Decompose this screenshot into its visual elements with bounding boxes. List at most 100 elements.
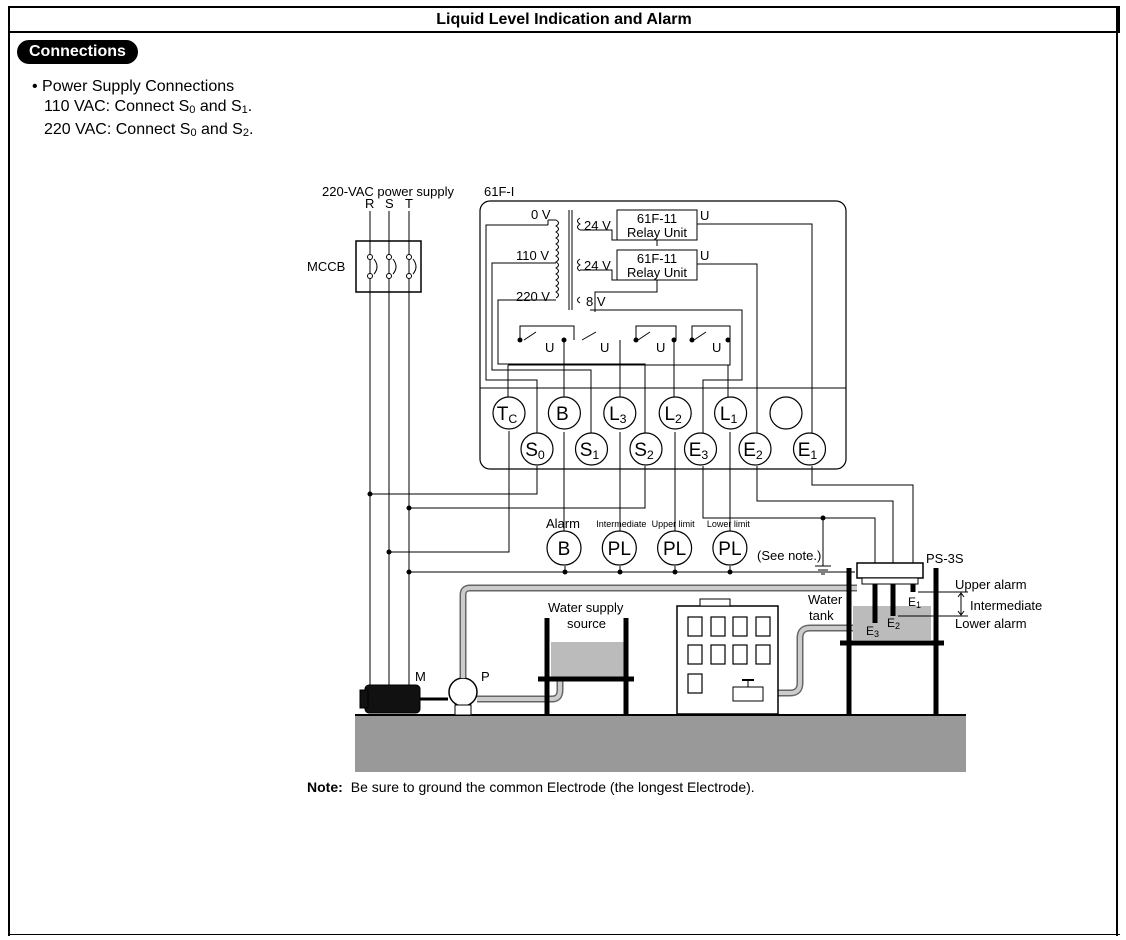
terminal-bottom-0: [520, 432, 554, 466]
terminal-top-label-2: L3: [609, 404, 627, 426]
lamp-label-3: PL: [718, 539, 741, 560]
v0-label: 0 V: [531, 207, 551, 222]
controller-label: 61F-I: [484, 184, 514, 199]
level-markers: [898, 591, 968, 617]
lamp-2: [656, 530, 693, 566]
line2-end: .: [248, 121, 254, 138]
relay1-line2: Relay Unit: [627, 225, 687, 240]
controller-housing: [479, 200, 847, 470]
page-title: Liquid Level Indication and Alarm: [8, 6, 1120, 33]
water-supply-source: [538, 618, 634, 715]
lamp-0: [546, 530, 582, 566]
lamp-label-2: PL: [663, 539, 686, 560]
lamp-label-1: PL: [608, 539, 631, 560]
line1-sub-b: 1: [241, 103, 248, 116]
e3-label: E3: [866, 624, 879, 639]
see-note-label: (See note.): [757, 548, 821, 563]
contact-u2-a: U: [545, 340, 554, 355]
terminal-top-2: [603, 396, 637, 430]
lamp-label-0: B: [558, 539, 571, 560]
v8-label: 8 V: [586, 294, 606, 309]
v110-label: 110 V: [516, 248, 549, 263]
pump-label: P: [481, 669, 490, 684]
mccb-contacts: [367, 241, 417, 292]
line1-prefix: 110 VAC: Connect S: [44, 97, 190, 115]
terminal-bottom-1: [574, 432, 609, 466]
ground-symbol: [815, 565, 831, 575]
terminal-bottom-4: [738, 432, 772, 466]
contact-u2-b: U: [712, 340, 721, 355]
contact-u1-a: U: [600, 340, 609, 355]
line2-mid: and S: [196, 121, 243, 138]
ground-note: Note: Be sure to ground the common Electr…: [307, 779, 755, 795]
terminal-bottom-label-2: S2: [634, 440, 654, 462]
bullet-line-220: 220 VAC: Connect S0 and S2.: [32, 120, 253, 144]
u1-label: U: [700, 208, 709, 223]
terminal-top-4: [713, 396, 748, 430]
pipes: [459, 584, 857, 703]
phase-t-label: T: [405, 196, 413, 211]
ps3s-label: PS-3S: [926, 551, 964, 566]
bullet-heading-text: Power Supply Connections: [42, 78, 235, 95]
terminal-bottom-label-1: S1: [580, 440, 600, 462]
e2-label: E2: [887, 616, 900, 631]
terminal-top-5: [769, 396, 803, 430]
note-text: Be sure to ground the common Electrode (…: [350, 779, 755, 795]
v24-label-1: 24 V: [584, 218, 611, 233]
line1-sub-a: 0: [189, 103, 196, 116]
internal-wiring: [485, 223, 813, 433]
terminal-bottom-3: [683, 432, 718, 466]
pump: [448, 677, 478, 716]
motor: [359, 684, 448, 714]
u2-label: U: [700, 248, 709, 263]
lamp-caption-0: Alarm: [546, 516, 580, 531]
terminal-top-3: [658, 396, 692, 430]
line2-sub-a: 0: [190, 127, 197, 139]
line1-end: .: [247, 97, 253, 115]
water-tank-label-1: Water: [808, 592, 843, 607]
building: [676, 598, 779, 715]
line1-mid: and S: [195, 97, 242, 115]
relay-unit-2: 61F-11 Relay Unit U: [616, 248, 709, 281]
terminal-top-label-0: TC: [497, 404, 518, 426]
phase-s-label: S: [385, 196, 394, 211]
lamp-caption-2: Upper limit: [652, 519, 696, 529]
relay-unit-1: 61F-11 Relay Unit U: [616, 208, 709, 241]
lamp-3: [712, 530, 748, 566]
lamp-caption-1: Intermediate: [596, 519, 646, 529]
v24-label-2: 24 V: [584, 258, 611, 273]
terminal-top-label-1: B: [556, 404, 569, 425]
terminal-bottom-label-5: E1: [798, 440, 818, 462]
v220-label: 220 V: [516, 289, 550, 304]
line2-sub-b: 2: [242, 127, 249, 139]
lamp-caption-3: Lower limit: [707, 519, 751, 529]
external-wiring: [367, 431, 914, 575]
bottom-rule: [8, 934, 1120, 935]
terminal-bottom-label-0: S0: [525, 440, 545, 462]
terminal-bottom-label-3: E3: [689, 440, 709, 462]
contact-u1-b: U: [656, 340, 665, 355]
ground-area: [355, 715, 966, 772]
terminal-top-1: [547, 396, 582, 430]
lower-alarm-label: Lower alarm: [955, 616, 1027, 631]
water-supply-label-2: source: [567, 616, 606, 631]
mccb-label: MCCB: [307, 259, 345, 274]
note-label: Note:: [307, 779, 343, 795]
terminal-bottom-2: [629, 432, 663, 466]
e1-label: E1: [908, 595, 921, 610]
motor-label: M: [415, 669, 426, 684]
bullet-heading: • Power Supply Connections: [32, 78, 235, 95]
power-supply-label: 220-VAC power supply: [322, 184, 454, 199]
intermediate-label: Intermediate: [970, 598, 1042, 613]
relay1-line1: 61F-11: [637, 211, 677, 226]
terminal-top-label-4: L1: [720, 404, 738, 426]
lamp-1: [601, 530, 637, 566]
terminals-bottom-row: S0 S1 S2 E3 E2 E1: [520, 432, 827, 466]
terminal-bottom-5: [792, 432, 827, 466]
water-tank-label-2: tank: [809, 608, 834, 623]
upper-alarm-label: Upper alarm: [955, 577, 1027, 592]
terminal-bottom-label-4: E2: [743, 440, 763, 462]
